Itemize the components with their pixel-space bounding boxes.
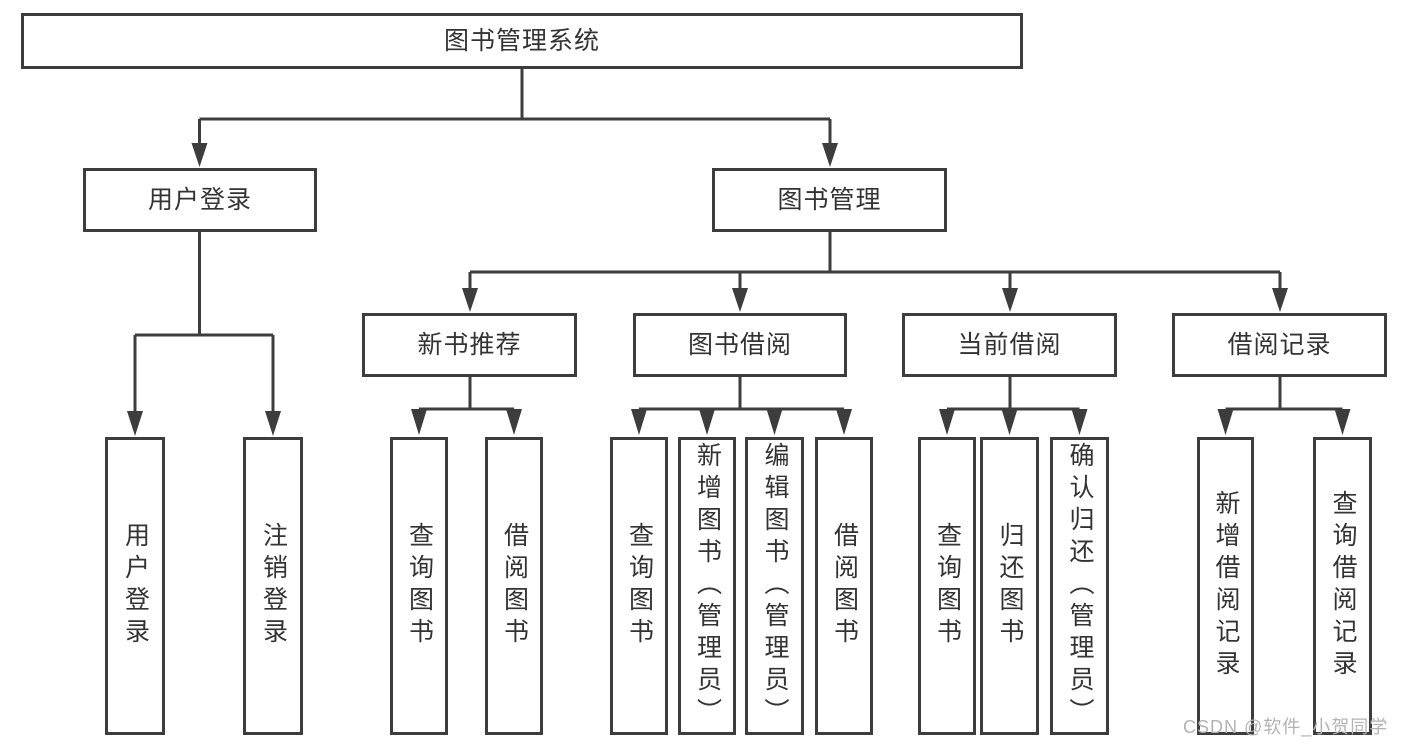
leaf-borrow-book-recommend: 借阅图书 [485, 437, 543, 735]
leaf-label: 查询图书 [405, 522, 434, 650]
leaf-query-borrow-record: 查询借阅记录 [1313, 437, 1372, 735]
leaf-label: 借阅图书 [500, 522, 529, 650]
leaf-label: 查询图书 [933, 522, 962, 650]
leaf-edit-book-admin: 编辑图书（管理员） [745, 437, 804, 735]
leaf-label: 借阅图书 [830, 522, 859, 650]
node-label: 当前借阅 [957, 330, 1062, 359]
leaf-query-book-recommend: 查询图书 [390, 437, 448, 735]
leaf-query-book-current: 查询图书 [918, 437, 976, 735]
leaf-query-book-borrow: 查询图书 [610, 437, 668, 735]
leaf-return-book: 归还图书 [980, 437, 1039, 735]
leaf-label: 归还图书 [996, 522, 1024, 650]
leaf-label: 注销登录 [259, 522, 288, 650]
node-new-book-recommend: 新书推荐 [362, 313, 577, 377]
leaf-logout: 注销登录 [243, 437, 303, 735]
csdn-watermark: CSDN @软件_小贺同学 [1183, 717, 1389, 737]
node-root-system: 图书管理系统 [21, 13, 1023, 69]
leaf-label: 编辑图书（管理员） [761, 442, 789, 730]
node-label: 用户登录 [147, 185, 252, 214]
node-label: 图书管理系统 [443, 26, 600, 55]
leaf-user-login: 用户登录 [105, 437, 165, 735]
leaf-label: 新增图书（管理员） [693, 442, 722, 730]
node-label: 新书推荐 [417, 330, 522, 359]
node-user-login: 用户登录 [83, 168, 317, 232]
leaf-label: 查询图书 [625, 522, 654, 650]
node-borrow-records: 借阅记录 [1172, 313, 1387, 377]
node-label: 图书借阅 [687, 330, 792, 359]
connector-edges [133, 69, 1343, 412]
leaf-label: 用户登录 [121, 522, 150, 650]
node-label: 图书管理 [777, 185, 882, 214]
leaf-add-book-admin: 新增图书（管理员） [678, 437, 736, 735]
leaf-label: 新增借阅记录 [1212, 490, 1240, 682]
node-label: 借阅记录 [1227, 330, 1332, 359]
leaf-borrow-book: 借阅图书 [815, 437, 873, 735]
arrowheads [127, 143, 1351, 436]
node-book-borrow: 图书借阅 [633, 313, 847, 377]
node-current-borrow: 当前借阅 [902, 313, 1117, 377]
leaf-label: 查询借阅记录 [1329, 490, 1357, 682]
node-book-management: 图书管理 [712, 168, 947, 232]
leaf-label: 确认归还（管理员） [1066, 442, 1094, 730]
leaf-confirm-return-admin: 确认归还（管理员） [1050, 437, 1109, 735]
leaf-add-borrow-record: 新增借阅记录 [1197, 437, 1254, 735]
